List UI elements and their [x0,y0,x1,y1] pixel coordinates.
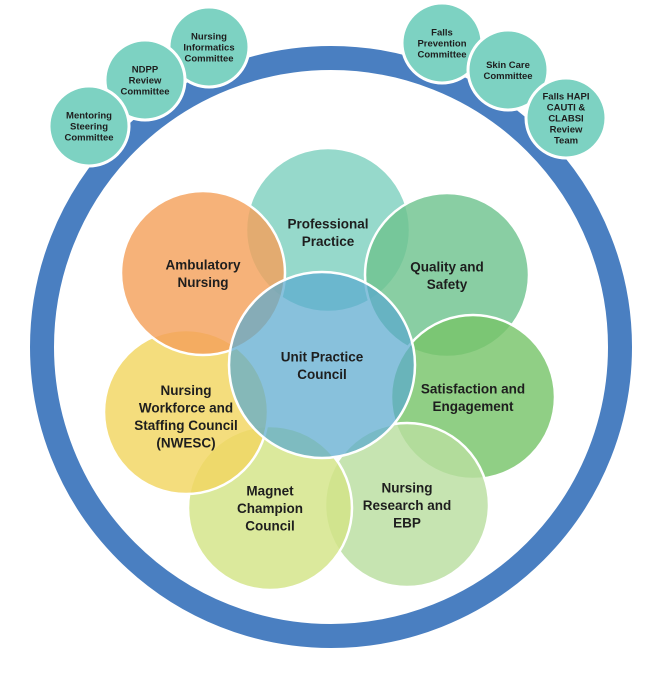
nursing-informatics-committee-label-line: Informatics [183,43,234,54]
nursing-informatics-committee-label-line: Committee [184,54,233,65]
professional-practice-label-line: Practice [302,234,355,249]
nursing-workforce-staffing-council-label-line: Staffing Council [134,418,238,433]
unit-practice-council-label-line: Council [297,367,347,382]
center-layer [227,270,417,460]
falls-hapi-cauti-clabsi-review-team-label-line: CAUTI & [547,103,586,114]
nursing-research-ebp-label-line: EBP [393,516,421,531]
nursing-informatics-committee-label-line: Nursing [191,32,227,43]
ndpp-review-committee-label-line: Review [129,76,162,87]
nursing-workforce-staffing-council-label-line: Workforce and [139,400,233,415]
skin-care-committee-label-line: Committee [483,71,532,82]
professional-practice-label-line: Professional [287,216,368,231]
falls-hapi-cauti-clabsi-review-team-bubble [524,76,608,160]
unit-practice-council-label-line: Unit Practice [281,349,364,364]
magnet-champion-council-label-line: Champion [237,501,303,516]
committees-layer [47,1,608,168]
falls-hapi-cauti-clabsi-review-team-label-line: Team [554,136,578,147]
magnet-champion-council-label-line: Council [245,519,295,534]
falls-hapi-cauti-clabsi-review-team-label-line: Falls HAPI [543,92,590,103]
ambulatory-nursing-label-line: Nursing [177,275,228,290]
falls-prevention-committee-label-line: Committee [417,50,466,61]
mentoring-steering-committee-label-line: Committee [64,133,113,144]
ring-label-top: Coordinating Council [242,88,420,123]
falls-prevention-committee-label-line: Prevention [417,39,466,50]
falls-prevention-committee-label-line: Falls [431,28,453,39]
quality-and-safety-label-line: Safety [427,277,468,292]
mentoring-steering-committee-label-line: Mentoring [66,111,112,122]
ambulatory-nursing-label-line: Ambulatory [165,257,241,272]
ndpp-review-committee-label-line: NDPP [132,65,159,76]
nursing-workforce-staffing-council-label-line: (NWESC) [156,435,215,450]
satisfaction-and-engagement-label-line: Satisfaction and [421,381,525,396]
mentoring-steering-committee-label-line: Steering [70,122,108,133]
nursing-research-ebp-label-line: Nursing [381,481,432,496]
magnet-champion-council-label-line: Magnet [246,484,294,499]
falls-hapi-cauti-clabsi-review-team-label-line: Review [550,125,583,136]
unit-practice-council-circle [227,270,417,460]
mentoring-steering-committee-bubble [47,84,131,168]
quality-and-safety-label-line: Quality and [410,259,484,274]
satisfaction-and-engagement-label-line: Engagement [432,399,514,414]
nursing-research-ebp-label-line: Research and [363,498,452,513]
councils-layer [102,146,557,592]
ndpp-review-committee-bubble [103,38,187,122]
coordinating-council-ring [30,46,632,648]
ndpp-review-committee-label-line: Committee [120,87,169,98]
skin-care-committee-label-line: Skin Care [486,60,530,71]
nursing-workforce-staffing-council-label-line: Nursing [160,383,211,398]
falls-hapi-cauti-clabsi-review-team-label-line: CLABSI [548,114,583,125]
skin-care-committee-bubble [466,28,550,112]
